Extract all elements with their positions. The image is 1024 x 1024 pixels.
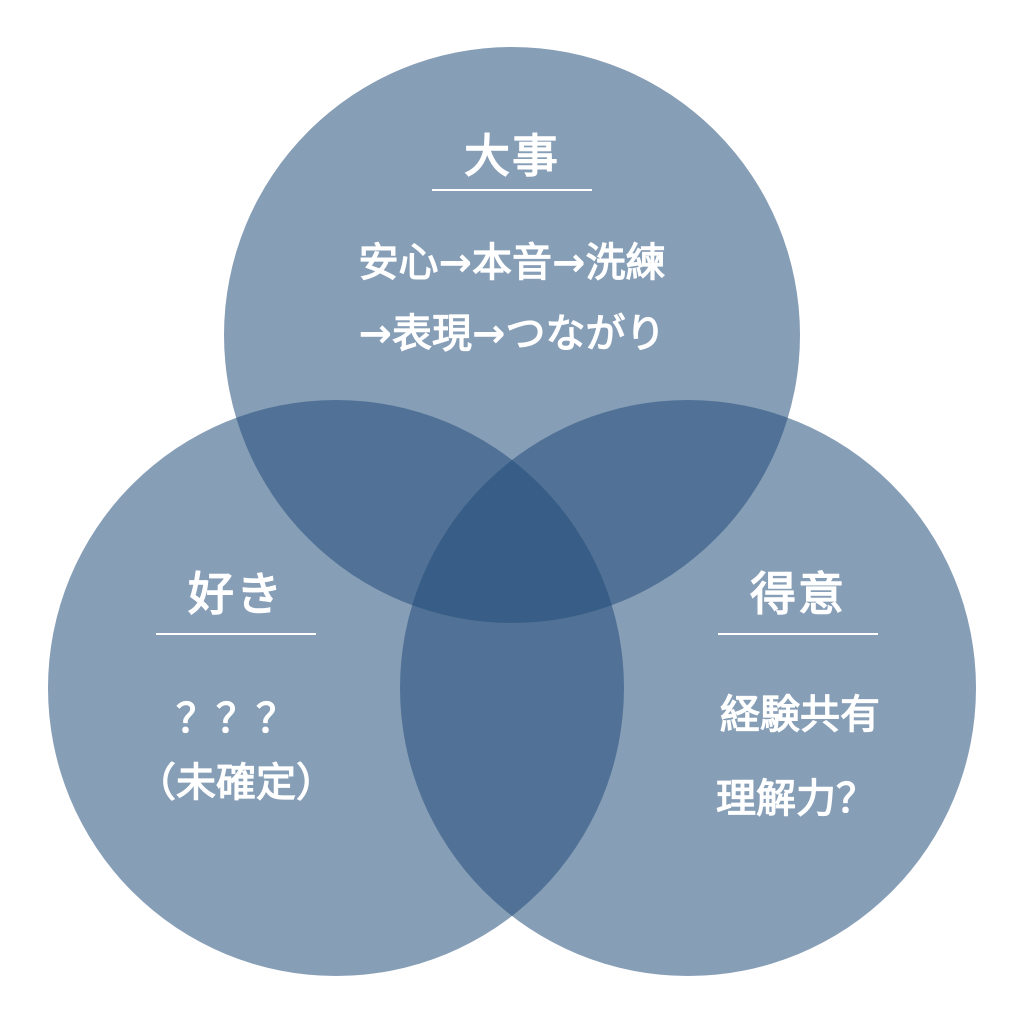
right-circle-line-1: 経験共有	[720, 692, 880, 738]
left-title-underline	[156, 633, 316, 635]
right-title-underline	[718, 633, 878, 635]
left-circle-line-1: ？？？	[176, 696, 296, 742]
left-circle-line-2: （未確定）	[136, 760, 336, 806]
right-circle-title: 得意	[750, 567, 846, 621]
right-circle-line-2: 理解力？	[716, 776, 876, 822]
top-circle-line-1: 安心→本音→洗練	[358, 240, 666, 286]
circle-right	[400, 400, 976, 976]
left-circle-title: 好き	[188, 567, 284, 621]
top-circle-line-2: →表現→つながり	[358, 311, 666, 357]
top-title-underline	[432, 189, 592, 191]
top-circle-title: 大事	[464, 129, 560, 183]
